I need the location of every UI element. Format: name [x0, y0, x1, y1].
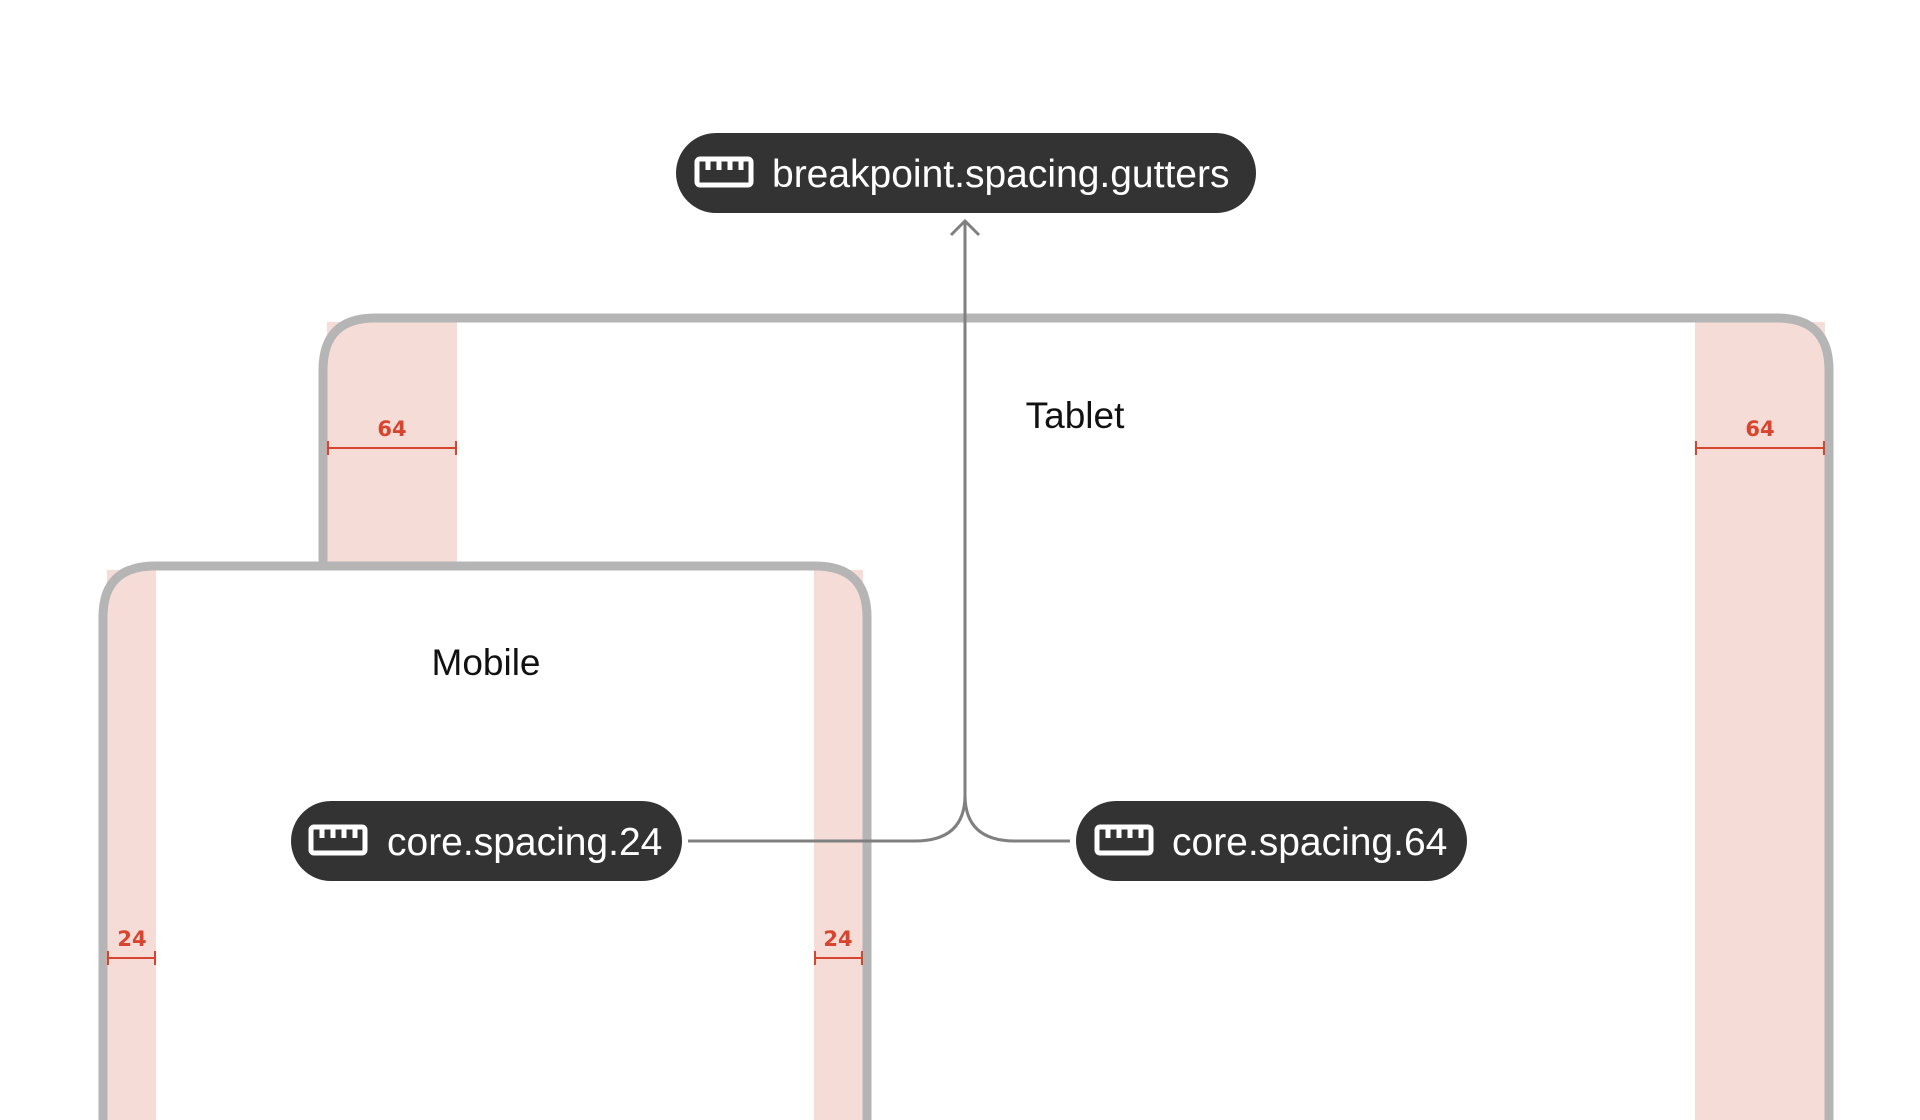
ruler-icon	[694, 156, 754, 188]
token-pill-breakpoint-spacing-gutters[interactable]: breakpoint.spacing.gutters	[676, 133, 1256, 213]
mobile-left-measurement: 24	[107, 927, 156, 965]
mobile-right-gutter	[814, 570, 863, 1120]
tablet-right-measurement: 64	[1695, 417, 1825, 455]
mobile-frame-outline	[98, 561, 872, 1120]
token-pill-background	[291, 801, 682, 881]
mobile-frame-label: Mobile	[432, 642, 541, 683]
token-label: core.spacing.64	[1172, 821, 1447, 864]
mobile-left-gutter-value: 24	[117, 927, 146, 951]
token-label: core.spacing.24	[387, 821, 662, 864]
mobile-left-gutter	[107, 570, 156, 1120]
connector-tablet-branch	[963, 794, 1070, 843]
mobile-right-gutter-value: 24	[823, 927, 852, 951]
tablet-left-gutter-value: 64	[377, 417, 406, 441]
token-pill-core-spacing-24[interactable]: core.spacing.24	[291, 801, 682, 881]
token-pill-background	[676, 133, 1256, 213]
token-connectors	[688, 218, 1070, 843]
mobile-frame: Mobile 24 24	[98, 561, 872, 1120]
ruler-icon	[308, 824, 368, 856]
tablet-right-gutter-value: 64	[1745, 417, 1774, 441]
mobile-right-measurement: 24	[814, 927, 863, 965]
token-pill-core-spacing-64[interactable]: core.spacing.64	[1076, 801, 1467, 881]
tablet-frame-outline	[318, 313, 1834, 1120]
token-label: breakpoint.spacing.gutters	[772, 153, 1229, 196]
token-pill-background	[1076, 801, 1467, 881]
ruler-icon	[1094, 824, 1154, 856]
connector-arrowhead	[949, 218, 981, 237]
tablet-frame-label: Tablet	[1026, 395, 1125, 436]
tablet-left-measurement: 64	[327, 417, 457, 455]
tablet-right-gutter	[1695, 322, 1825, 1120]
